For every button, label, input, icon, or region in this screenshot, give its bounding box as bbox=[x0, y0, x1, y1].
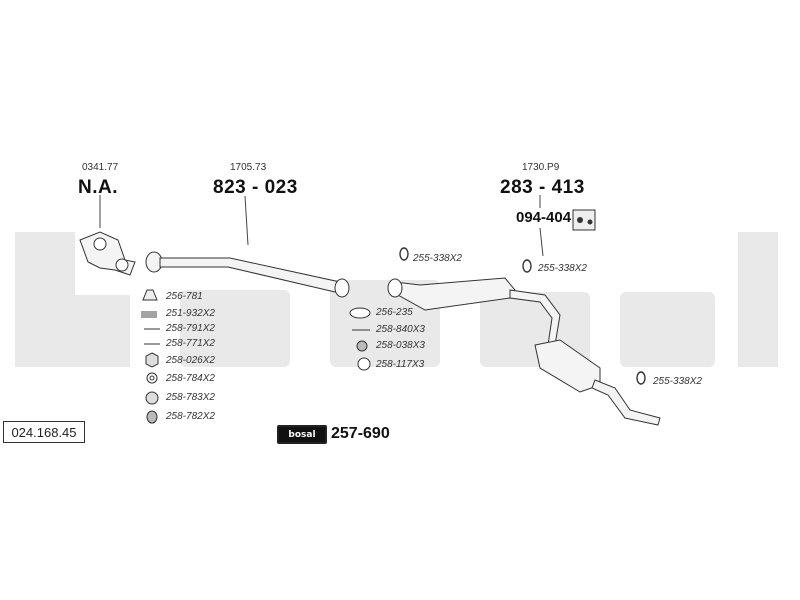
kit-left-item: 251-932X2 bbox=[166, 308, 215, 319]
clamp-label-tail: 255-338X2 bbox=[653, 376, 702, 387]
hanger-part-number: 094-404 bbox=[516, 209, 572, 226]
kit-left-item: 256-781 bbox=[166, 291, 203, 302]
kit-left-item: 258-771X2 bbox=[166, 338, 215, 349]
spring-icon bbox=[141, 311, 157, 318]
kit-left-item: 258-026X2 bbox=[166, 355, 215, 366]
diagram-id: 024.168.45 bbox=[11, 424, 77, 440]
tail-pipe bbox=[591, 379, 661, 426]
kit-left-item: 258-784X2 bbox=[166, 373, 215, 384]
group-ref-1: 0341.77 bbox=[82, 162, 119, 173]
bosal-logo-text: bosal bbox=[288, 429, 316, 440]
clamp-label-rear-small: 255-338X2 bbox=[413, 253, 462, 264]
diagram-id-box: 024.168.45 bbox=[3, 421, 85, 443]
middle-pipe bbox=[159, 257, 346, 293]
kit-right-item: 258-117X3 bbox=[376, 359, 425, 370]
kit-left-item: 258-782X2 bbox=[166, 411, 215, 422]
mounting-kit-part: 257-690 bbox=[331, 425, 390, 442]
group-part-2: 823 - 023 bbox=[213, 177, 298, 198]
rear-muffler bbox=[534, 339, 601, 393]
kit-right-item: 256-235 bbox=[376, 307, 413, 318]
kit-right-item: 258-038X3 bbox=[376, 340, 425, 351]
kit-right-item: 258-840X3 bbox=[376, 324, 425, 335]
group-ref-3: 1730.P9 bbox=[522, 162, 560, 173]
kit-left-item: 258-791X2 bbox=[166, 323, 215, 334]
group-part-3: 283 - 413 bbox=[500, 177, 585, 198]
bosal-logo: bosal bbox=[277, 425, 327, 444]
group-part-1: N.A. bbox=[78, 177, 118, 198]
clamp-label-center: 255-338X2 bbox=[538, 263, 587, 274]
kit-left-item: 258-783X2 bbox=[166, 392, 215, 403]
hanger-icon bbox=[572, 209, 596, 231]
group-ref-2: 1705.73 bbox=[230, 162, 267, 173]
